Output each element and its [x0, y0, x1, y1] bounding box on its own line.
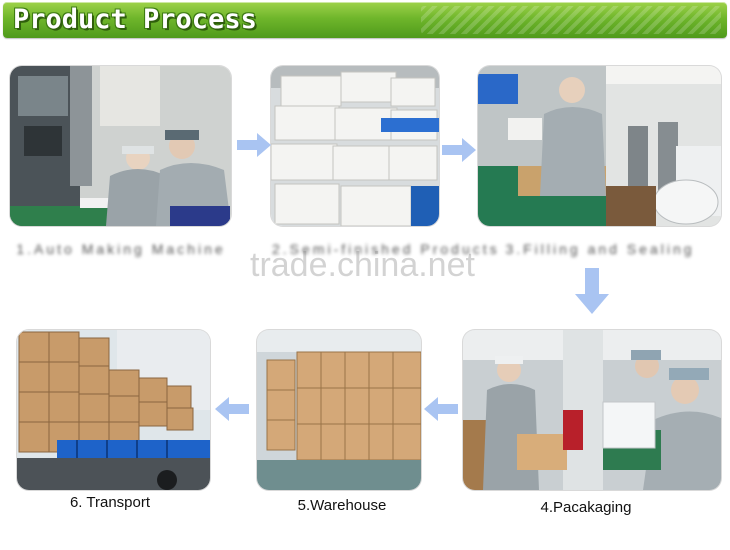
arrow-left-icon	[215, 397, 249, 421]
step-6-photo	[17, 330, 210, 490]
banner-title: Product Process	[13, 4, 257, 35]
step-2-caption: 2.Semi-finished Products	[272, 241, 500, 257]
banner-stripe-pattern	[421, 6, 721, 34]
step-4-caption: 4.Pacakaging	[540, 499, 632, 516]
step-6-caption: 6. Transport	[69, 494, 151, 511]
product-process-banner: Product Process	[3, 2, 727, 38]
step-1-photo	[10, 66, 231, 226]
step-3-photo	[478, 66, 721, 226]
arrow-right-icon	[237, 133, 271, 157]
watermark: trade.china.net	[250, 246, 475, 284]
arrow-down-icon	[575, 268, 609, 314]
step-5-photo	[257, 330, 421, 490]
step-1-caption: 1.Auto Making Machine	[16, 241, 226, 257]
step-3-caption: 3.Filling and Sealing	[505, 241, 695, 257]
step-2-photo	[271, 66, 439, 226]
arrow-left-icon	[424, 397, 458, 421]
step-5-caption: 5.Warehouse	[297, 497, 387, 514]
step-4-photo	[463, 330, 721, 490]
arrow-right-icon	[442, 138, 476, 162]
